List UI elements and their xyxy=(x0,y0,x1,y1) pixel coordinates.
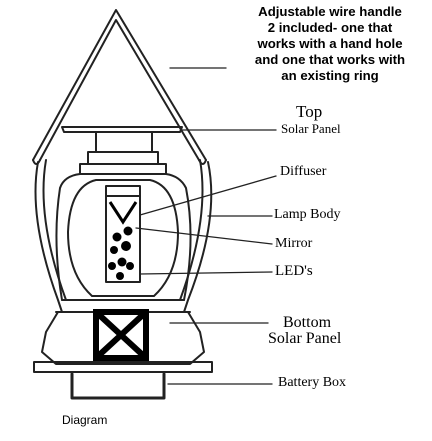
label-battery-box: Battery Box xyxy=(278,375,347,390)
label-leds: LED's xyxy=(275,263,313,279)
leader-line xyxy=(139,175,277,216)
diffuser-mark xyxy=(108,201,138,225)
bottom-solar-panel xyxy=(93,309,149,361)
glass-globe xyxy=(67,179,179,297)
label-mirror: Mirror xyxy=(275,236,313,251)
battery-box xyxy=(70,372,166,400)
lamp-base xyxy=(33,311,213,373)
top-solar-panel xyxy=(61,126,183,133)
label-bottom-solar-panel: Solar Panel xyxy=(268,330,342,347)
handle-note-line: and one that works with xyxy=(254,52,406,67)
led-dot xyxy=(116,272,124,280)
label-bottom: Bottom xyxy=(283,314,332,331)
chimney xyxy=(79,131,167,175)
handle-note-line: an existing ring xyxy=(281,68,379,83)
led-dot xyxy=(117,257,127,267)
led-dots xyxy=(108,226,134,280)
handle-note-line: works with a hand hole xyxy=(257,36,403,51)
diffuser-tube xyxy=(105,185,141,283)
handle-note-line: Adjustable wire handle xyxy=(258,4,402,19)
handle-note: Adjustable wire handle 2 included- one t… xyxy=(232,4,428,84)
handle-note-line: 2 included- one that xyxy=(267,20,393,35)
leader-line xyxy=(135,227,273,245)
wire-handle xyxy=(32,9,207,165)
diagram-caption: Diagram xyxy=(62,413,108,427)
led-dot xyxy=(123,226,133,236)
label-diffuser: Diffuser xyxy=(280,164,327,179)
led-dot xyxy=(110,246,118,254)
led-dot xyxy=(121,241,131,251)
led-dot xyxy=(112,232,122,242)
label-top-solar-panel: Solar Panel xyxy=(281,121,341,136)
leader-line xyxy=(139,271,273,275)
led-dot xyxy=(108,262,116,270)
label-lamp-body: Lamp Body xyxy=(274,207,341,222)
lamp-body xyxy=(34,159,213,313)
led-dot xyxy=(126,262,134,270)
label-top: Top xyxy=(296,102,323,121)
